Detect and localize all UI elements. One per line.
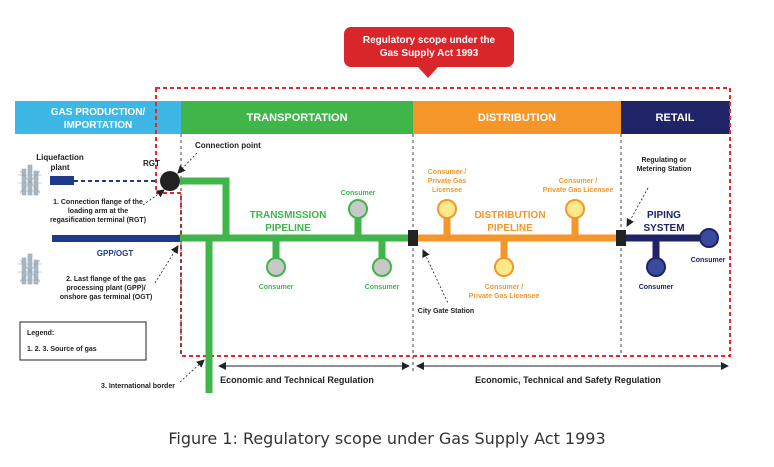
- header-retail: [621, 101, 730, 134]
- rgt-label: RGT: [143, 159, 160, 168]
- note-1-arrow: [142, 189, 165, 206]
- private-licensee-1-line-1: Consumer /: [428, 169, 467, 176]
- regulation-distribution-label: Economic, Technical and Safety Regulatio…: [475, 375, 661, 385]
- regulating-label-1: Regulating or: [641, 157, 686, 164]
- note-2-line-3: onshore gas terminal (OGT): [60, 294, 153, 301]
- private-licensee-3-line-2: Private Gas Licensee: [469, 293, 540, 300]
- header-production-line-1: GAS PRODUCTION/: [51, 107, 146, 118]
- piping-label-1: PIPING: [647, 210, 681, 221]
- transmission-label-1: TRANSMISSION: [250, 210, 327, 221]
- header-distribution-label: DISTRIBUTION: [478, 112, 556, 124]
- gpp-ogt-label: GPP/OGT: [97, 249, 134, 258]
- header-production: [15, 101, 181, 134]
- private-licensee-2-line-1: Consumer /: [559, 178, 598, 185]
- consumer-node: [437, 199, 457, 219]
- liquefaction-plant-block: [50, 176, 74, 185]
- regulation-distribution: Economic, Technical and Safety Regulatio…: [416, 362, 729, 385]
- international-border-arrow: [179, 359, 205, 383]
- piping-label-2: SYSTEM: [643, 223, 684, 234]
- consumer-node: [646, 257, 666, 277]
- note-2-arrow: [154, 245, 179, 284]
- section-dividers: [180, 134, 622, 374]
- consumer-label: Consumer: [639, 284, 674, 291]
- consumer-label: Consumer: [691, 257, 726, 264]
- regulating-station-arrow: [626, 187, 649, 227]
- consumer-node: [266, 257, 286, 277]
- note-1: 1. Connection flange of the loading arm …: [50, 189, 165, 224]
- consumer-node: [494, 257, 514, 277]
- callout-line-2: Gas Supply Act 1993: [380, 48, 479, 59]
- distribution-label-2: PIPELINE: [487, 223, 533, 234]
- connection-point-arrow: [177, 152, 198, 174]
- rgt-node: [160, 171, 180, 191]
- liquefaction-label-2: plant: [50, 163, 69, 172]
- distribution-label-1: DISTRIBUTION: [474, 210, 545, 221]
- gpp-ogt-line: [52, 235, 180, 242]
- regulation-transport-label: Economic and Technical Regulation: [220, 375, 374, 385]
- section-headers: GAS PRODUCTION/ IMPORTATION TRANSPORTATI…: [15, 101, 730, 134]
- header-production-line-2: IMPORTATION: [64, 120, 133, 131]
- callout-line-1: Regulatory scope under the: [363, 35, 496, 46]
- header-retail-label: RETAIL: [656, 112, 695, 124]
- consumer-label: Consumer: [365, 284, 400, 291]
- note-2: 2. Last flange of the gas processing pla…: [60, 245, 179, 301]
- header-transportation-label: TRANSPORTATION: [246, 112, 347, 124]
- retail-piping-system: [624, 234, 700, 258]
- distribution-consumers: Consumer / Private Gas Licensee Consumer…: [428, 169, 614, 300]
- consumer-node: [565, 199, 585, 219]
- legend-item: 1. 2. 3. Source of gas: [27, 346, 97, 353]
- refinery-icon: [18, 253, 42, 285]
- regulatory-scope-callout: Regulatory scope under the Gas Supply Ac…: [344, 27, 514, 78]
- transmission-consumers: Consumer Consumer Consumer: [259, 190, 400, 291]
- private-licensee-1-line-2: Private Gas: [428, 178, 467, 185]
- regulating-station-node: [616, 230, 626, 246]
- note-1-line-2: loading arm at the: [68, 208, 128, 215]
- legend-title: Legend:: [27, 330, 54, 337]
- consumer-node: [348, 199, 368, 219]
- header-distribution: [413, 101, 621, 134]
- refinery-icon: [18, 164, 42, 196]
- private-licensee-1-line-3: Licensee: [432, 187, 462, 194]
- liquefaction-label-1: Liquefaction: [36, 153, 84, 162]
- transmission-label-2: PIPELINE: [265, 223, 311, 234]
- transmission-pipeline: [178, 177, 412, 393]
- figure-caption: Figure 1: Regulatory scope under Gas Sup…: [168, 429, 605, 448]
- note-2-line-1: 2. Last flange of the gas: [66, 276, 146, 283]
- regulating-label-2: Metering Station: [637, 166, 692, 173]
- legend: Legend: 1. 2. 3. Source of gas: [19, 321, 147, 361]
- retail-consumers: Consumer Consumer: [639, 228, 726, 291]
- distribution-pipeline: [416, 218, 618, 258]
- consumer-node: [699, 228, 719, 248]
- header-transportation: [181, 101, 413, 134]
- note-1-line-1: 1. Connection flange of the: [53, 199, 143, 206]
- international-border-label: 3. International border: [101, 383, 175, 390]
- city-gate-arrow: [422, 249, 449, 304]
- consumer-label: Consumer: [259, 284, 294, 291]
- note-1-line-3: regasification terminal (RGT): [50, 217, 146, 224]
- private-licensee-3-line-1: Consumer /: [485, 284, 524, 291]
- city-gate-station-node: [408, 230, 418, 246]
- regulation-transport: Economic and Technical Regulation: [218, 362, 410, 385]
- city-gate-label: City Gate Station: [418, 308, 474, 315]
- consumer-node: [372, 257, 392, 277]
- note-2-line-2: processing plant (GPP)/: [66, 285, 145, 292]
- connection-point-label: Connection point: [195, 141, 261, 150]
- private-licensee-2-line-2: Private Gas Licensee: [543, 187, 614, 194]
- consumer-label: Consumer: [341, 190, 376, 197]
